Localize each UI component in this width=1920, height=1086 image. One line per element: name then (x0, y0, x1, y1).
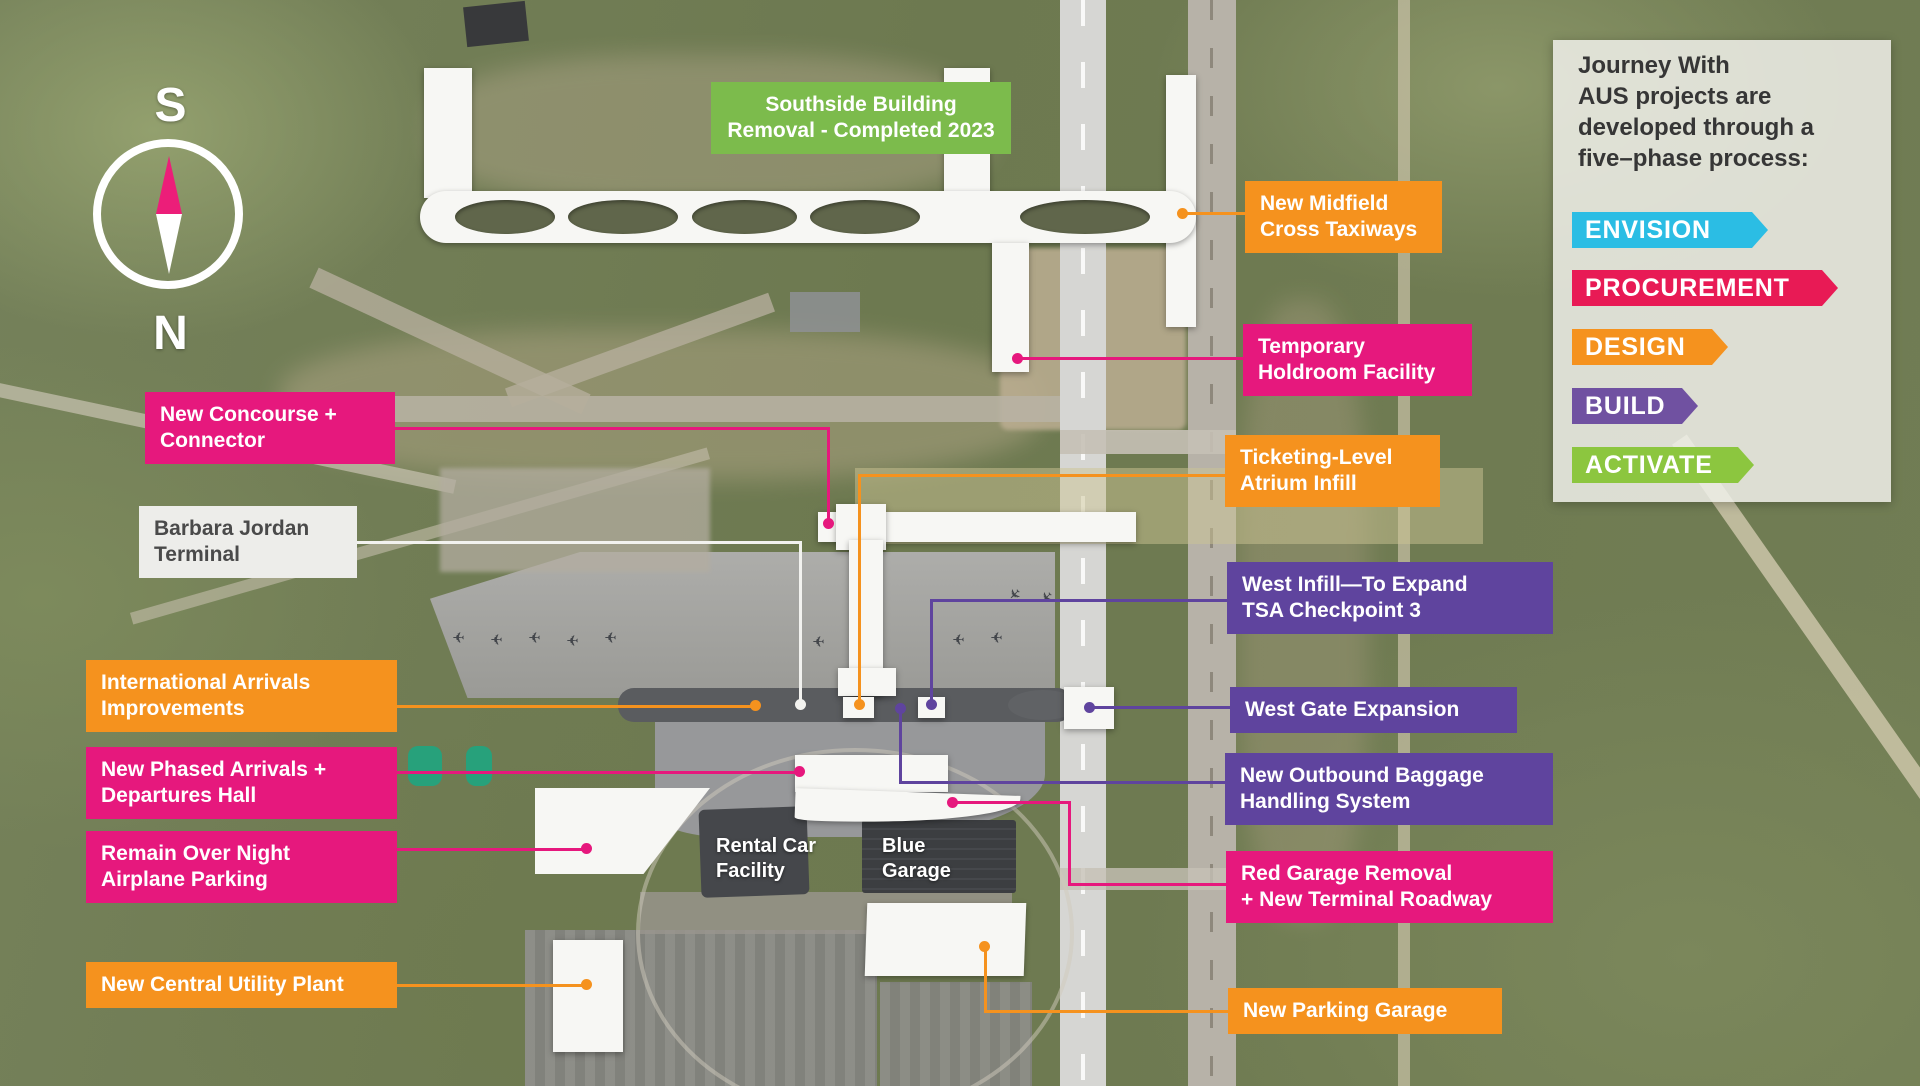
leader-dot-ticketing (854, 699, 865, 710)
leader-ticketing (858, 474, 861, 704)
leader-west-gate (1090, 706, 1232, 709)
leader-dot-concourse (823, 518, 834, 529)
aircraft-icon: ✈ (952, 630, 965, 647)
label-new-parking-garage: New Parking Garage (1228, 988, 1502, 1034)
leader-dot-cup (581, 979, 592, 990)
compass-south-letter: S (154, 79, 187, 132)
leader-barbara (799, 541, 802, 703)
taxiway-island (1020, 200, 1150, 234)
leader-dot-phased-arrivals (794, 766, 805, 777)
compass-north-letter: N (153, 307, 188, 360)
label-west-gate-expansion: West Gate Expansion (1230, 687, 1517, 733)
label-ron-airplane-parking: Remain Over Night Airplane Parking (86, 831, 397, 903)
aircraft-icon: ✈ (990, 628, 1003, 645)
taxiway-island (810, 200, 920, 234)
leader-red-garage (1068, 883, 1228, 886)
blue-garage-label: Blue Garage (882, 835, 951, 882)
leader-dot-holdroom (1012, 353, 1023, 364)
leader-dot-ron (581, 843, 592, 854)
leader-red-garage (953, 801, 1071, 804)
leader-dot-intl-arrivals (750, 700, 761, 711)
leader-outbound (899, 709, 902, 784)
taxiway-horizontal (280, 396, 1060, 422)
leader-concourse (827, 427, 830, 523)
leader-holdroom (1020, 357, 1245, 360)
label-central-utility-plant: New Central Utility Plant (86, 962, 397, 1008)
label-barbara-jordan-terminal: Barbara Jordan Terminal (139, 506, 357, 578)
taxiway-island (455, 200, 555, 234)
label-west-infill-tsa: West Infill—To Expand TSA Checkpoint 3 (1227, 562, 1553, 634)
leader-dot-midfield (1177, 208, 1188, 219)
leader-midfield (1187, 212, 1247, 215)
leader-barbara (355, 541, 801, 544)
label-ticketing-atrium: Ticketing-Level Atrium Infill (1225, 435, 1440, 507)
leader-west-infill (930, 599, 933, 704)
taxiway-island (568, 200, 678, 234)
blue-garage-roof (862, 820, 1016, 893)
leader-parking-garage (984, 1010, 1230, 1013)
label-red-garage-removal: Red Garage Removal + New Terminal Roadwa… (1226, 851, 1553, 923)
highlight-temporary-holdroom (992, 243, 1029, 372)
leader-outbound (899, 781, 1227, 784)
phase-tag-build: BUILD (1572, 388, 1698, 424)
aircraft-icon: ✈ (566, 631, 579, 648)
highlight-taxiway-stub-left (424, 68, 472, 198)
leader-dot-outbound (895, 703, 906, 714)
loop-road (636, 748, 1074, 1086)
phase-tag-design: DESIGN (1572, 329, 1728, 365)
apron-west-ramp (440, 468, 710, 572)
runway-connector-1 (1060, 430, 1236, 454)
leader-phased-arrivals (395, 771, 799, 774)
deicing-pond-1 (408, 746, 442, 786)
midfield-building (790, 292, 860, 332)
aircraft-icon: ✈ (528, 628, 541, 645)
label-southside-removal: Southside Building Removal - Completed 2… (711, 82, 1011, 154)
compass: S N (88, 79, 253, 360)
leader-ticketing (858, 474, 1227, 477)
building-top-center (463, 0, 529, 48)
aircraft-icon: ✈ (812, 632, 825, 649)
leader-west-infill (930, 599, 1229, 602)
phase-tag-envision: ENVISION (1572, 212, 1768, 248)
legend-title: Journey With AUS projects are developed … (1578, 52, 1815, 172)
leader-dot-parking-garage (979, 941, 990, 952)
label-temporary-holdroom: Temporary Holdroom Facility (1243, 324, 1472, 396)
leader-cup (395, 984, 586, 987)
phase-tag-procurement: PROCUREMENT (1572, 270, 1838, 306)
highlight-connector-foot (838, 668, 896, 696)
aircraft-icon: ✈ (604, 628, 617, 645)
apron-main (430, 552, 1055, 698)
runway-connector-2 (1060, 868, 1236, 890)
leader-dot-barbara (795, 699, 806, 710)
highlight-arrivals-hall (795, 755, 948, 792)
compass-needle-icon (156, 156, 182, 214)
label-new-concourse: New Concourse + Connector (145, 392, 395, 464)
aircraft-icon: ✈ (490, 630, 503, 647)
leader-dot-west-infill (926, 699, 937, 710)
label-outbound-baggage: New Outbound Baggage Handling System (1225, 753, 1553, 825)
leader-intl-arrivals (395, 705, 755, 708)
rental-car-facility-label: Rental Car Facility (716, 835, 817, 882)
taxiway-island (692, 200, 797, 234)
label-midfield-taxiways: New Midfield Cross Taxiways (1245, 181, 1442, 253)
label-phased-arrivals-hall: New Phased Arrivals + Departures Hall (86, 747, 397, 819)
deicing-pond-2 (466, 746, 492, 786)
highlight-new-parking-garage (864, 903, 1027, 976)
compass-needle-icon (156, 214, 182, 274)
leader-dot-red-garage (947, 797, 958, 808)
compass-ring (93, 139, 243, 289)
leader-red-garage (1068, 801, 1071, 886)
leader-concourse (393, 427, 829, 430)
label-international-arrivals: International Arrivals Improvements (86, 660, 397, 732)
leader-dot-west-gate (1084, 702, 1095, 713)
leader-ron (395, 848, 586, 851)
aircraft-icon: ✈ (452, 628, 465, 645)
highlight-central-utility-plant (553, 940, 623, 1052)
phase-tag-activate: ACTIVATE (1572, 447, 1754, 483)
leader-parking-garage (984, 946, 987, 1013)
